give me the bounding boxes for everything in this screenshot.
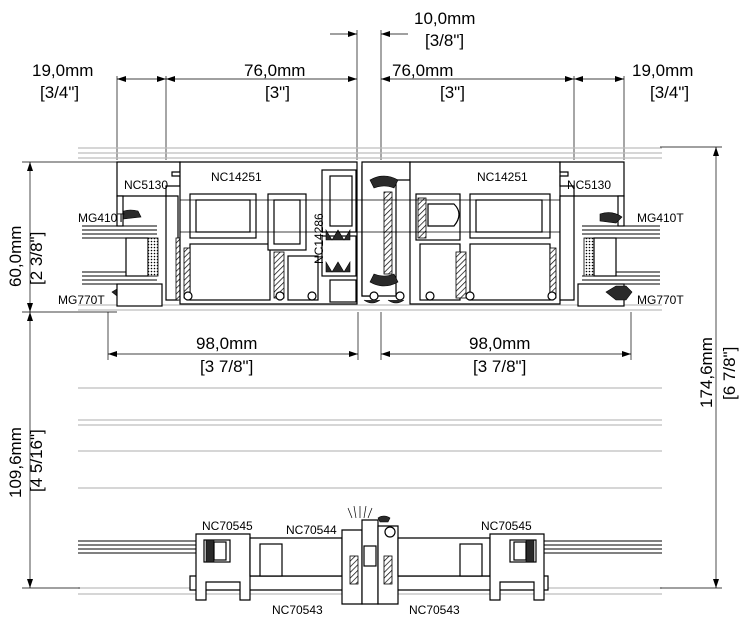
- label-nc70543-right: NC70543: [409, 603, 460, 617]
- left-sash: [179, 161, 358, 305]
- label-nc5130-right: NC5130: [567, 178, 611, 192]
- label-nc14251-right: NC14251: [477, 170, 528, 184]
- upper-section-profile: [82, 161, 660, 307]
- label-nc14251-left: NC14251: [211, 170, 262, 184]
- dim-left-outer-imperial: [3/4"]: [40, 83, 79, 102]
- label-mg770t-right: MG770T: [637, 293, 684, 307]
- lower-section-profile: [78, 505, 662, 605]
- central-interlock: [361, 161, 411, 304]
- label-mg410t-right: MG410T: [637, 211, 684, 225]
- reference-lines: [78, 147, 662, 595]
- lower-part-labels: NC70545 NC70544 NC70545 NC70543 NC70543: [202, 519, 532, 617]
- dim-left-outer-metric: 19,0mm: [32, 61, 93, 80]
- vertical-dimensions: [22, 146, 722, 589]
- dim-right-height-imperial: [6 7/8"]: [720, 347, 739, 400]
- upper-part-labels: NC5130 NC14251 NC14286 NC14251 NC5130 MG…: [58, 170, 684, 307]
- dim-right-outer-imperial: [3/4"]: [650, 83, 689, 102]
- dim-left-lower-imperial: [4 5/16"]: [27, 429, 46, 492]
- dim-left-lower-metric: 109,6mm: [6, 427, 25, 498]
- top-dimension-lines: [116, 30, 625, 160]
- dim-right-width-imperial: [3 7/8"]: [473, 357, 526, 376]
- right-glazing: [582, 212, 660, 301]
- right-sash: [409, 161, 561, 305]
- dim-right-width-metric: 98,0mm: [469, 334, 530, 353]
- top-dimension-labels: 10,0mm [3/8"] 19,0mm [3/4"] 76,0mm [3"] …: [32, 9, 693, 102]
- label-nc5130-left: NC5130: [124, 178, 168, 192]
- dim-right-inner-imperial: [3"]: [440, 83, 465, 102]
- dim-right-height-metric: 174,6mm: [697, 337, 716, 408]
- dim-left-width-metric: 98,0mm: [196, 334, 257, 353]
- dim-left-height-metric: 60,0mm: [6, 226, 25, 287]
- dim-left-width-imperial: [3 7/8"]: [200, 357, 253, 376]
- label-mg770t-left: MG770T: [58, 293, 105, 307]
- dim-left-height-imperial: [2 3/8"]: [27, 232, 46, 285]
- label-nc70544: NC70544: [286, 523, 337, 537]
- vertical-dimension-labels: 60,0mm [2 3/8"] 109,6mm [4 5/16"] 174,6m…: [6, 226, 739, 498]
- label-mg410t-left: MG410T: [78, 211, 125, 225]
- dim-right-outer-metric: 19,0mm: [632, 61, 693, 80]
- dim-right-inner-metric: 76,0mm: [392, 61, 453, 80]
- dim-top-gap-metric: 10,0mm: [414, 9, 475, 28]
- dim-left-inner-metric: 76,0mm: [244, 61, 305, 80]
- label-nc14286: NC14286: [312, 213, 326, 264]
- dim-left-inner-imperial: [3"]: [265, 83, 290, 102]
- label-nc70545-left: NC70545: [202, 519, 253, 533]
- label-nc70545-right: NC70545: [481, 519, 532, 533]
- dim-top-gap-imperial: [3/8"]: [425, 31, 464, 50]
- width-dimensions: 98,0mm [3 7/8"] 98,0mm [3 7/8"]: [107, 312, 632, 376]
- label-nc70543-left: NC70543: [272, 603, 323, 617]
